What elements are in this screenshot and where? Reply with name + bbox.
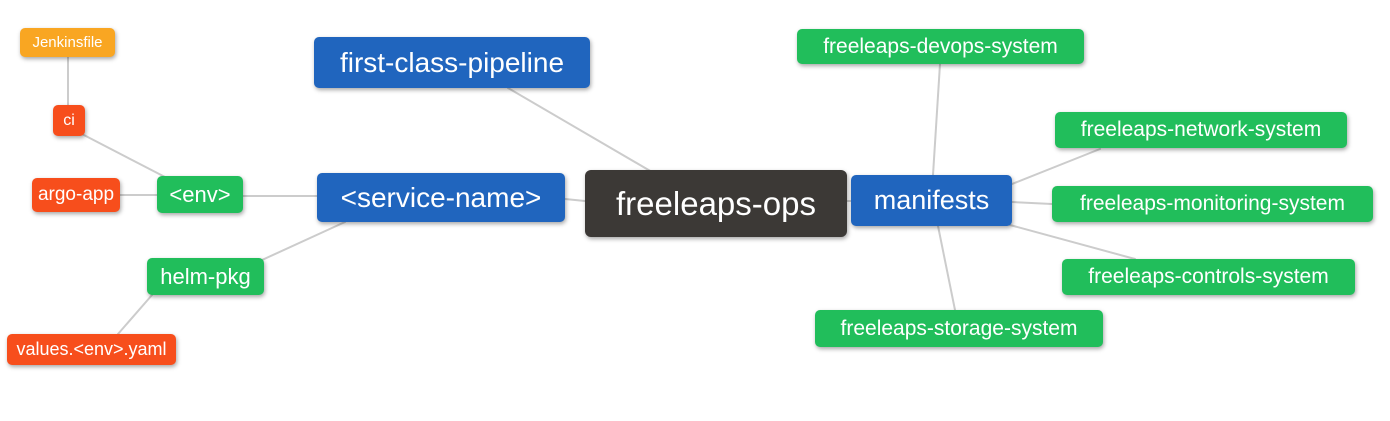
edge-manifests-monitoring [1011,201,1053,205]
edge-ci-env [79,132,166,178]
node-jenkinsfile[interactable]: Jenkinsfile [20,28,115,57]
edge-helm_pkg-service [261,221,346,261]
node-service-name[interactable]: <service-name> [317,173,565,222]
node-helm-pkg[interactable]: helm-pkg [147,258,264,295]
edge-manifests-controls [1009,224,1136,260]
node-freeleaps-devops-system[interactable]: freeleaps-devops-system [797,29,1084,64]
node-freeleaps-storage-system[interactable]: freeleaps-storage-system [815,310,1103,347]
edge-manifests-storage [937,225,956,311]
node-manifests[interactable]: manifests [851,175,1012,226]
node-ci[interactable]: ci [53,105,85,136]
edge-values_yaml-helm_pkg [117,294,153,335]
node-first-class-pipeline[interactable]: first-class-pipeline [314,37,590,88]
node-freeleaps-ops-root[interactable]: freeleaps-ops [585,170,847,237]
edge-manifests-devops [932,63,941,176]
node-argo-app[interactable]: argo-app [32,178,120,212]
edge-service-root [564,198,586,202]
node-values-env-yaml[interactable]: values.<env>.yaml [7,334,176,365]
node-freeleaps-controls-system[interactable]: freeleaps-controls-system [1062,259,1355,295]
node-env[interactable]: <env> [157,176,243,213]
edge-pipeline-root [507,87,653,173]
node-freeleaps-network-system[interactable]: freeleaps-network-system [1055,112,1347,148]
edge-manifests-network [1011,148,1101,185]
node-freeleaps-monitoring-system[interactable]: freeleaps-monitoring-system [1052,186,1373,222]
